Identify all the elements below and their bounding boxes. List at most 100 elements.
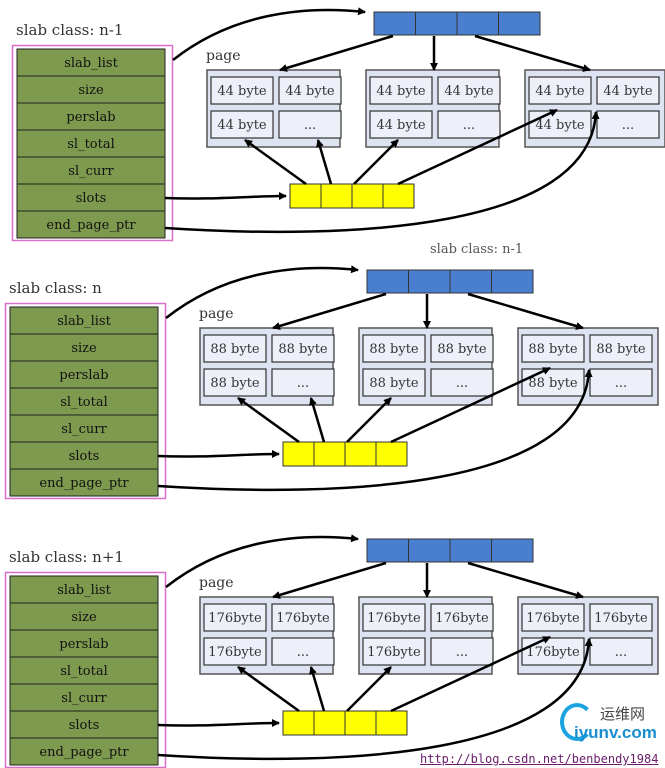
struct-field-box (16, 102, 166, 131)
chunk-size-label: 44 byte (535, 118, 585, 133)
chunk-more: ... (297, 376, 309, 391)
pointer-arrow (165, 534, 359, 588)
item-chunk (589, 637, 653, 666)
struct-field-box (9, 387, 159, 416)
chunk-more: ... (304, 118, 316, 133)
slots-array-cell (375, 441, 408, 467)
struct-field-box (16, 210, 166, 239)
logo-domain: iyunv.com (574, 723, 657, 742)
struct-field-perslab: perslab (59, 637, 108, 652)
item-chunk (203, 637, 267, 666)
slab-list-array-cell (366, 538, 409, 563)
item-chunk (271, 334, 335, 363)
struct-field-box (16, 48, 166, 77)
struct-field-end_page_ptr: end_page_ptr (39, 476, 129, 491)
item-chunk (271, 603, 335, 632)
pointer-arrow (164, 111, 600, 234)
slab-class-section: slab class: n+1slab_listsizeperslabsl_to… (4, 534, 659, 768)
item-chunk (437, 76, 501, 105)
struct-field-box (9, 306, 159, 335)
chunk-size-label: 88 byte (369, 376, 419, 391)
pointer-arrow (272, 561, 387, 599)
struct-field-sl_curr: sl_curr (61, 422, 107, 437)
item-chunk (430, 334, 494, 363)
struct-field-slab_list: slab_list (64, 56, 118, 71)
pointer-arrow (474, 34, 591, 72)
struct-field-sl_curr: sl_curr (61, 691, 107, 706)
item-chunk (430, 368, 494, 397)
struct-field-sl_total: sl_total (67, 137, 115, 152)
source-url-link[interactable]: http://blog.csdn.net/benbendy1984 (420, 752, 659, 766)
chunk-size-label: 88 byte (369, 342, 419, 357)
slots-array-cell (344, 710, 377, 736)
struct-field-size: size (78, 83, 104, 98)
item-chunk (430, 637, 494, 666)
slab-list-array-cell (408, 538, 451, 563)
item-chunk (203, 334, 267, 363)
chunk-size-label: 176byte (208, 611, 262, 626)
chunk-size-label: 44 byte (376, 118, 426, 133)
slots-array-cell (313, 710, 346, 736)
struct-field-slab_list: slab_list (57, 583, 111, 598)
struct-field-slots: slots (69, 449, 100, 464)
struct-field-box (16, 156, 166, 185)
pointer-arrow (157, 638, 593, 761)
item-chunk (362, 368, 426, 397)
item-chunk (521, 637, 585, 666)
pointer-arrow (272, 292, 387, 330)
pointer-arrow (165, 265, 359, 319)
slots-array-cell (282, 710, 315, 736)
struct-field-slab_list: slab_list (57, 314, 111, 329)
struct-field-box (9, 575, 159, 604)
struct-field-end_page_ptr: end_page_ptr (46, 218, 136, 233)
chunk-size-label: 176byte (208, 645, 262, 660)
pointer-arrow (467, 292, 584, 330)
struct-field-size: size (71, 341, 97, 356)
item-chunk (589, 334, 653, 363)
pointer-arrow (157, 719, 280, 728)
item-chunk (362, 637, 426, 666)
item-chunk (203, 368, 267, 397)
struct-field-box (9, 737, 159, 766)
slots-array-cell (382, 183, 415, 209)
pointer-arrow (346, 666, 392, 712)
struct-field-box (16, 75, 166, 104)
slots-array-cell (344, 441, 377, 467)
chunk-size-label: 44 byte (535, 84, 585, 99)
struct-field-box (9, 441, 159, 470)
struct-field-box (9, 629, 159, 658)
pointer-arrow (397, 108, 558, 186)
struct-field-box (9, 710, 159, 739)
pointer-arrow (390, 366, 551, 444)
slots-array-cell (282, 441, 315, 467)
chunk-more: ... (615, 645, 627, 660)
chunk-size-label: 176byte (435, 611, 489, 626)
pointer-arrow (157, 369, 593, 492)
slab-list-array-cell (408, 269, 451, 294)
chunk-size-label: 44 byte (376, 84, 426, 99)
slab-list-array-cell (449, 538, 492, 563)
item-chunk (362, 603, 426, 632)
chunk-size-label: 88 byte (437, 342, 487, 357)
pointer-arrow (353, 139, 399, 185)
chunk-size-label: 176byte (594, 611, 648, 626)
slots-array-cell (313, 441, 346, 467)
ghost-label: slab class: n-1 (430, 242, 523, 257)
struct-field-box (9, 414, 159, 443)
slab-class-section: slab class: nslab_listsizeperslabsl_tota… (4, 265, 659, 500)
chunk-size-label: 88 byte (528, 342, 578, 357)
struct-field-perslab: perslab (66, 110, 115, 125)
pointer-arrow (237, 396, 300, 444)
struct-field-slots: slots (76, 191, 107, 206)
chunk-more: ... (456, 645, 468, 660)
chunk-more: ... (615, 376, 627, 391)
pointer-arrow (172, 7, 366, 61)
struct-field-sl_total: sl_total (60, 664, 108, 679)
chunk-size-label: 176byte (367, 611, 421, 626)
pointer-arrow (309, 397, 326, 443)
item-chunk (210, 76, 274, 105)
struct-field-box (9, 683, 159, 712)
chunk-more: ... (622, 118, 634, 133)
chunk-size-label: 176byte (526, 611, 580, 626)
